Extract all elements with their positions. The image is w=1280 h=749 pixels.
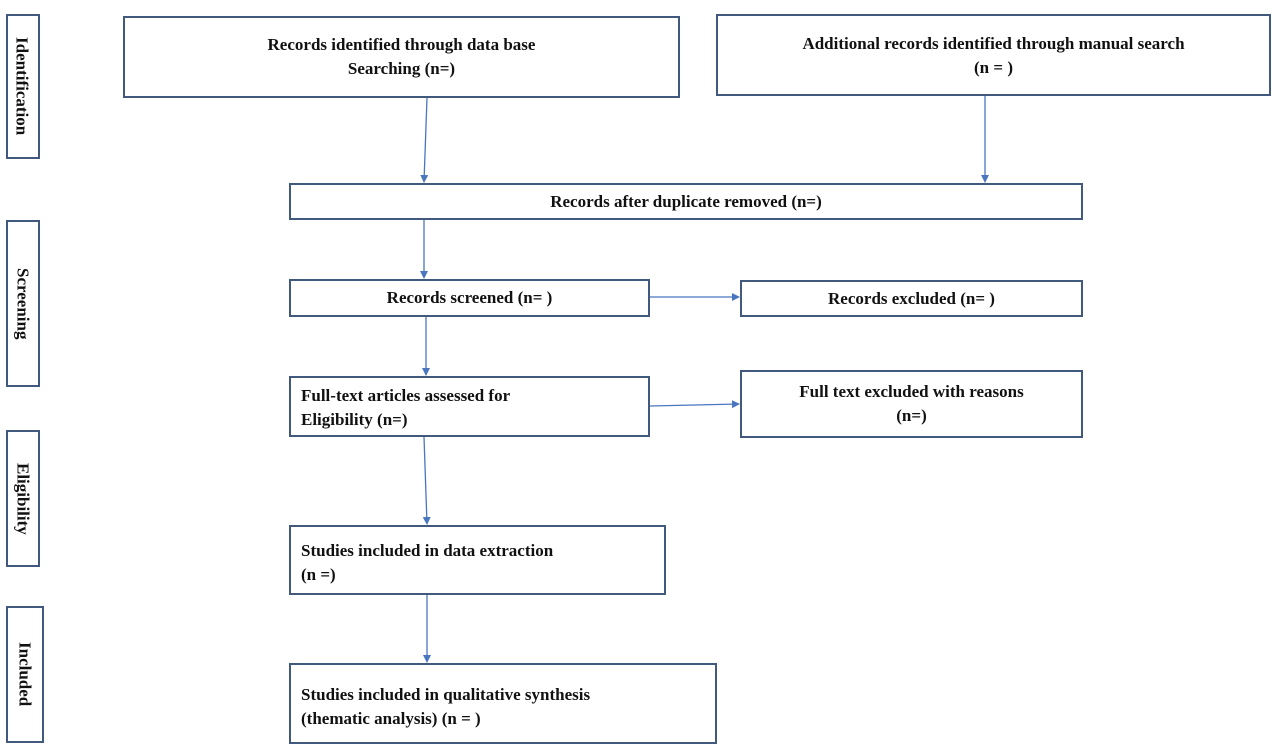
box-duplicates-removed: Records after duplicate removed (n=) [289, 183, 1083, 220]
box-data-extraction: Studies included in data extraction (n =… [289, 525, 666, 595]
fulltext-assessed-line1: Full-text articles assessed for [301, 386, 511, 405]
duplicates-removed-label: Records after duplicate removed (n=) [550, 191, 822, 211]
box-records-excluded: Records excluded (n= ) [740, 280, 1083, 317]
stage-eligibility: Eligibility [6, 430, 40, 567]
data-extraction-line1: Studies included in data extraction [301, 541, 554, 560]
fulltext-assessed-line2: Eligibility (n=) [301, 409, 408, 429]
stage-screening: Screening [6, 220, 40, 387]
manual-search-line2: (n = ) [974, 57, 1013, 77]
database-search-line2: Searching (n=) [347, 59, 456, 78]
manual-search-line1: Additional records identified through ma… [802, 34, 1185, 53]
stage-screening-label: Screening [13, 267, 33, 340]
arrow-database-to-duplicates [420, 97, 429, 183]
box-qualitative-synthesis: Studies included in qualitative synthesi… [289, 663, 717, 744]
qualitative-synthesis-line1: Studies included in qualitative synthesi… [301, 685, 591, 704]
stage-identification: Identification [6, 14, 40, 159]
box-manual-search: Additional records identified through ma… [716, 14, 1271, 96]
stage-eligibility-label: Eligibility [13, 462, 33, 535]
records-excluded-label: Records excluded (n= ) [828, 288, 995, 308]
box-database-search: Records identified through data base Sea… [123, 16, 680, 98]
box-records-screened: Records screened (n= ) [289, 279, 650, 317]
stage-included-label: Included [15, 642, 35, 707]
stage-identification-label: Identification [12, 37, 32, 136]
box-fulltext-excluded: Full text excluded with reasons (n=) [740, 370, 1083, 438]
arrow-fulltext-to-excluded [649, 400, 740, 409]
fulltext-excluded-line1: Full text excluded with reasons [799, 382, 1024, 401]
qualitative-synthesis-line2: (thematic analysis) (n = ) [301, 708, 481, 728]
box-fulltext-assessed: Full-text articles assessed for Eligibil… [289, 376, 650, 437]
fulltext-excluded-line2: (n=) [896, 405, 927, 425]
arrow-fulltext-to-extraction [422, 436, 431, 525]
stage-included: Included [6, 606, 44, 743]
records-screened-label: Records screened (n= ) [386, 288, 553, 308]
database-search-line1: Records identified through data base [267, 35, 536, 55]
data-extraction-line2: (n =) [301, 564, 336, 584]
